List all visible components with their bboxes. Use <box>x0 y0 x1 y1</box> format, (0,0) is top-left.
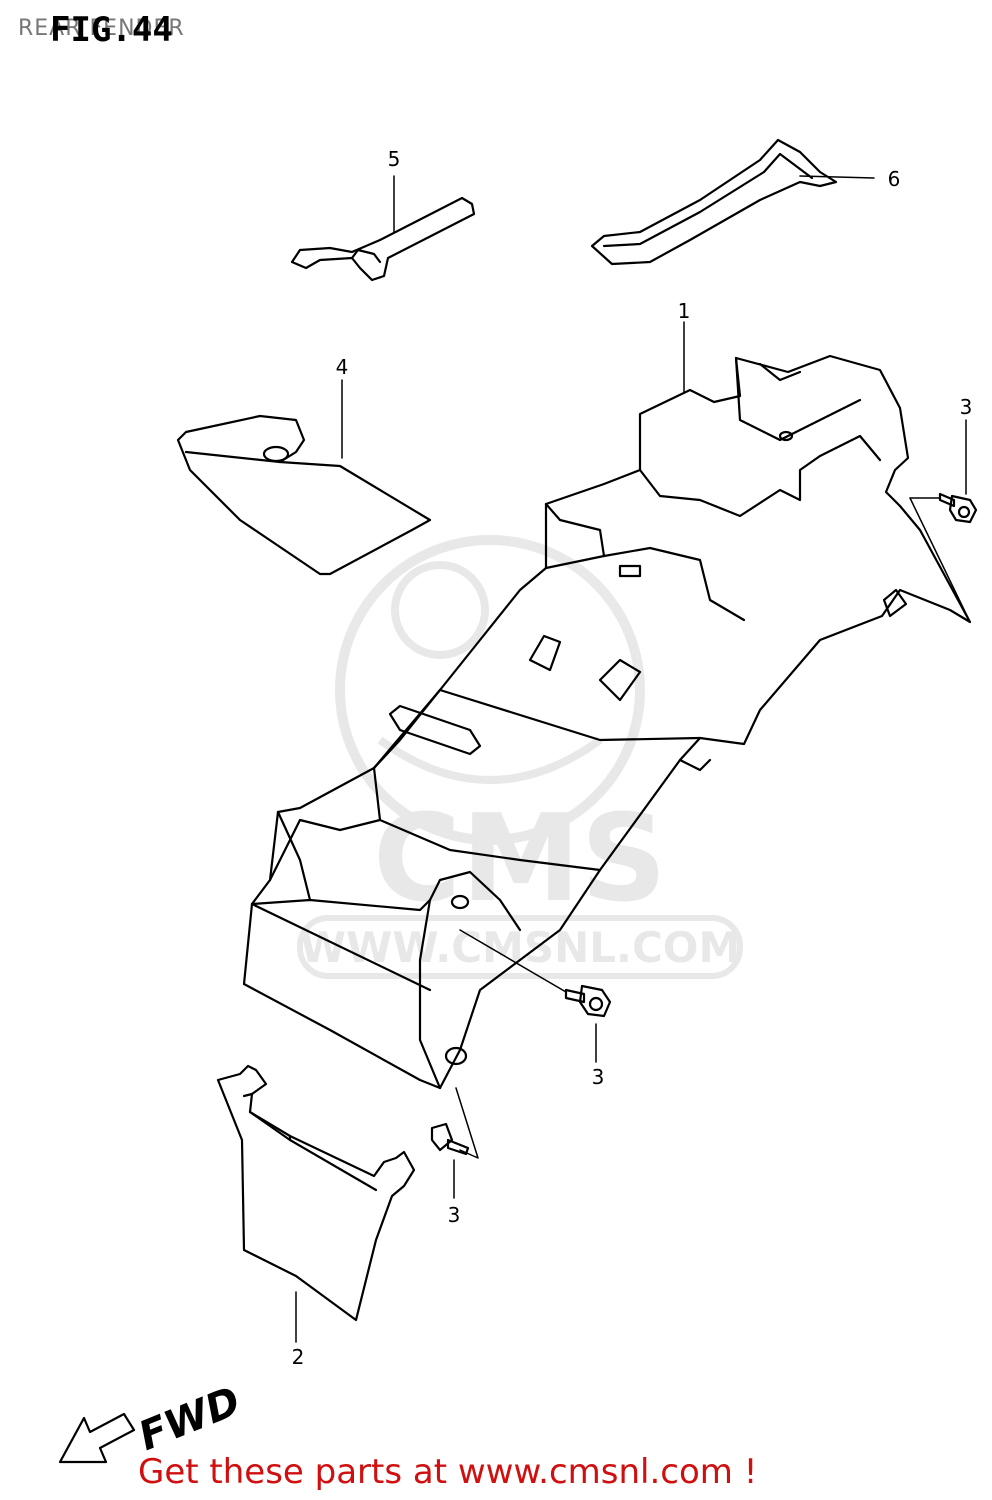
callout-1: 1 <box>678 299 691 323</box>
part-4-pouch-icon <box>176 414 432 576</box>
callout-5: 5 <box>388 147 401 171</box>
callout-2: 2 <box>292 1345 305 1369</box>
part-5-tool-icon <box>290 196 476 282</box>
forward-arrow-icon <box>58 1412 136 1464</box>
watermark: CMS WWW.CMSNL.COM <box>297 535 743 979</box>
callout-4: 4 <box>336 355 349 379</box>
part-1-rear-fender-icon <box>242 354 972 1090</box>
callout-3-lower: 3 <box>448 1203 461 1227</box>
bolt-icon-lower <box>430 1122 470 1156</box>
footer-link[interactable]: Get these parts at www.cmsnl.com ! <box>138 1452 758 1492</box>
leader-lines <box>295 175 971 1343</box>
figure-number: FIG.44 <box>50 10 173 50</box>
watermark-url: WWW.CMSNL.COM <box>300 923 741 972</box>
callout-3-middle: 3 <box>592 1065 605 1089</box>
part-6-strap-icon <box>590 138 838 266</box>
part-2-mud-flap-icon <box>216 1064 416 1322</box>
callout-6: 6 <box>888 167 901 191</box>
section-title: REAR FENDER <box>18 16 185 41</box>
direction-label: FWD <box>132 1378 246 1460</box>
bolt-icon-upper-right <box>938 492 978 524</box>
callout-3-upper: 3 <box>960 395 973 419</box>
watermark-mascot-icon <box>335 535 645 845</box>
bolt-icon-middle <box>564 984 612 1018</box>
